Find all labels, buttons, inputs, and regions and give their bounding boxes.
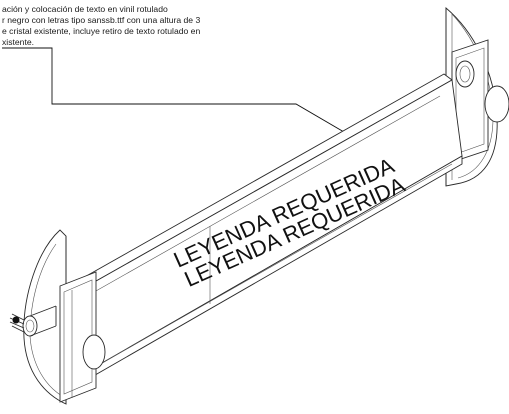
note-line-3: e cristal existente, incluye retiro de t…	[2, 26, 200, 36]
note-line-2: r negro con letras tipo sanssb.ttf con u…	[2, 15, 200, 25]
left-standoff	[9, 229, 106, 405]
left-hole	[82, 334, 106, 370]
right-bolt-icon	[455, 60, 475, 88]
left-bolt-icon	[22, 315, 38, 337]
right-hole	[484, 85, 509, 123]
annotation-note: ación y colocación de texto en vinil rot…	[2, 4, 200, 47]
leader-line	[2, 47, 371, 148]
bolt-thread-icon	[9, 313, 25, 333]
glass-panel	[57, 73, 463, 387]
note-line-4: xistente.	[2, 37, 34, 47]
note-line-1: ación y colocación de texto en vinil rot…	[2, 4, 168, 14]
